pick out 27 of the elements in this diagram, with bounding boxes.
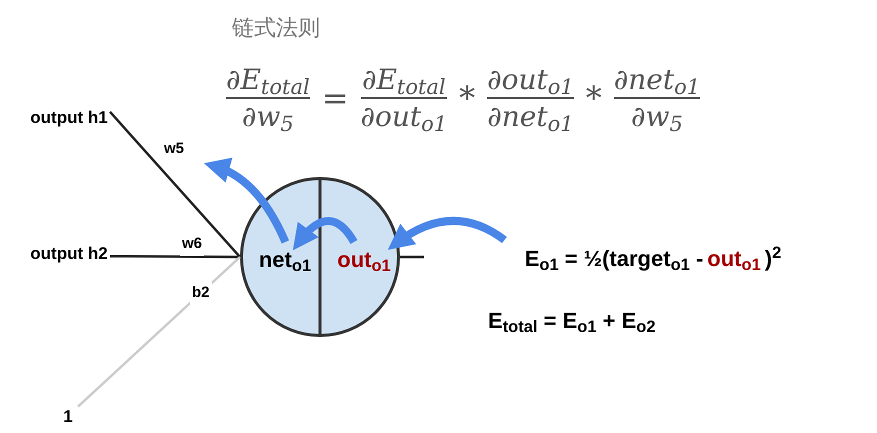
operator: * [586, 78, 602, 119]
numerator: ∂out$_{o1}$ [487, 62, 574, 97]
operator: * [459, 78, 476, 119]
input-label: output h2 [30, 243, 108, 265]
connection-line [77, 256, 241, 408]
neuron-label: net$_{o1}$ [258, 246, 312, 274]
numerator: ∂net$_{o1}$ [614, 62, 700, 97]
denominator: ∂net$_{o1}$ [487, 99, 574, 134]
numerator: ∂E$_{total}$ [226, 62, 310, 97]
neuron-label: out$_{o1}$ [337, 246, 391, 274]
denominator: ∂w$_{5}$ [242, 99, 294, 134]
equation-text: E$_{o1}$ = ½(target$_{o1}$ - [524, 245, 704, 273]
connection-line [110, 254, 240, 258]
title: 链式法则 [232, 15, 320, 43]
curved-arrow [388, 216, 507, 250]
input-label: 1 [63, 406, 73, 428]
input-label: output h1 [30, 107, 108, 129]
denominator: ∂out$_{o1}$ [360, 99, 448, 134]
curved-arrow [204, 158, 290, 244]
equation-text: )$^{2}$ [764, 245, 782, 273]
equation-text: out$_{o1}$ [707, 245, 761, 273]
operator: = [322, 78, 348, 119]
equation-text: E$_{total}$ = E$_{o1}$ + E$_{o2}$ [488, 307, 656, 337]
numerator: ∂E$_{total}$ [362, 62, 446, 97]
edge-label: b2 [190, 282, 212, 304]
denominator: ∂w$_{5}$ [631, 99, 683, 134]
connection-line [109, 111, 241, 258]
